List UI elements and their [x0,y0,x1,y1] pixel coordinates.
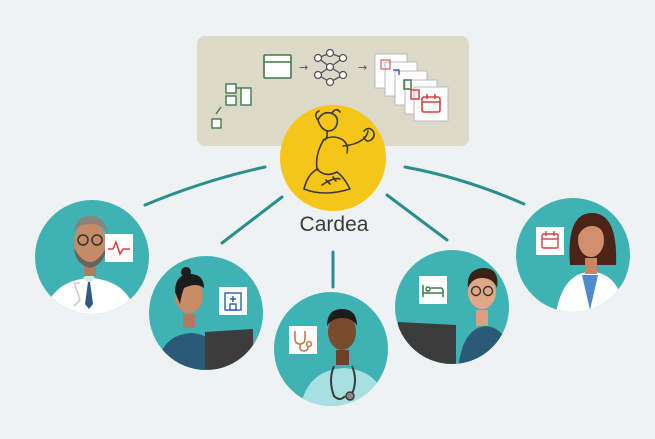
neural-network-icon [313,48,348,87]
stethoscope-icon [294,331,313,352]
connector-hospital-staff [220,195,284,245]
app-cards-icon [374,53,449,122]
user-clinician [395,250,509,364]
arrow-glyph: → [358,61,367,74]
connector-doctor [143,165,267,207]
user-scheduler [516,198,630,312]
hub-title: Cardea [299,213,369,236]
arrow-glyph: → [299,61,308,74]
user-hospital-staff [149,256,263,370]
cardea-hub [280,105,386,211]
hospital-bed-icon [422,285,444,297]
hub-circle [280,105,386,211]
table-window-icon [263,54,292,79]
user-doctor [35,200,149,314]
connector-scheduler [403,165,526,206]
connector-clinician [385,193,449,242]
user-nurse [274,292,388,406]
data-tables-icon [211,83,252,129]
pipeline-panel: → → [197,36,469,146]
cardea-goddess-icon [303,108,375,194]
hospital-icon [224,292,242,311]
heart-rate-icon [108,239,130,256]
connector-lines [143,165,526,289]
calendar-icon [541,231,559,249]
